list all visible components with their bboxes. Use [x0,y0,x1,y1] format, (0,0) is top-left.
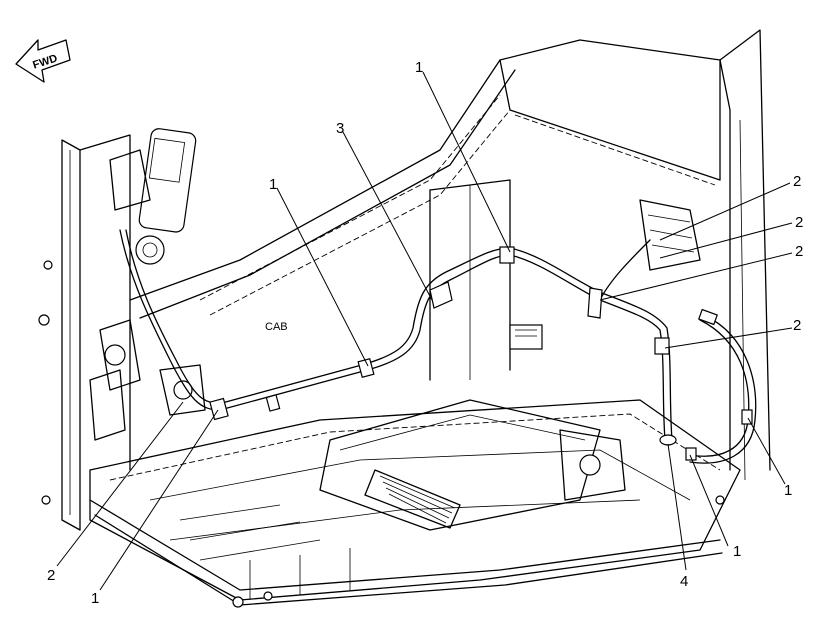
vent-grille [364,469,461,529]
callout-2-bottom-left: 2 [47,567,55,584]
wiring-harness [119,199,757,501]
cab-frame [38,29,771,608]
leader-lines [56,71,793,591]
callout-4: 4 [680,573,688,590]
callout-1-bottom-right: 1 [733,543,741,560]
grommet [659,434,677,446]
cab-label: CAB [265,321,288,333]
callout-labels: 1 3 1 2 2 2 2 1 1 4 2 1 [47,59,803,607]
callout-1-bottom-left: 1 [91,590,99,607]
callout-2-fourth: 2 [793,317,801,334]
callout-2-third: 2 [795,243,803,260]
left-control-cluster [89,128,206,441]
callout-1-left-roof: 1 [269,176,277,193]
callout-1-right: 1 [784,482,792,499]
callout-3: 3 [336,120,344,137]
callout-2-top: 2 [793,173,801,190]
callout-1: 1 [415,59,423,76]
callout-2-second: 2 [795,214,803,231]
fwd-arrow-icon: FWD [15,39,71,83]
